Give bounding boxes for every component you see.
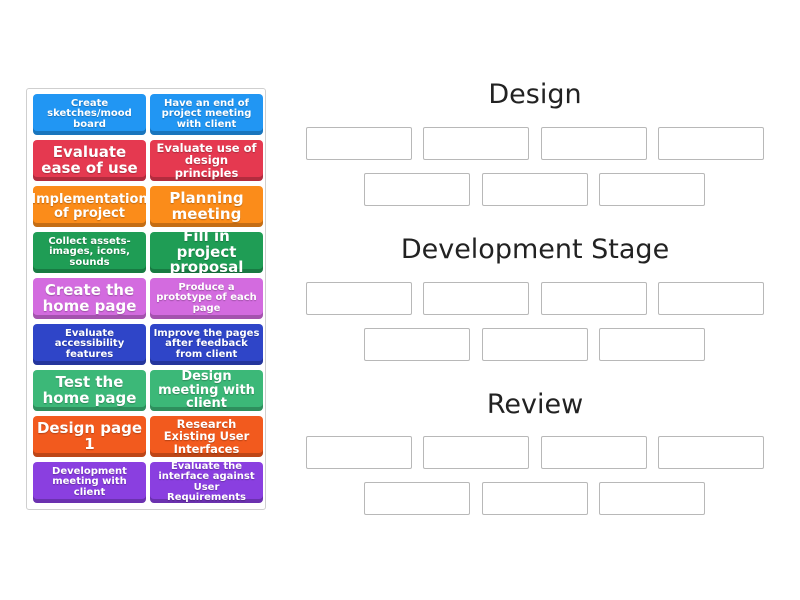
drop-slot-development-1[interactable] (306, 282, 412, 315)
tile-improve-pages-after-feedback[interactable]: Improve the pages after feedback from cl… (150, 324, 263, 365)
tile-create-sketches[interactable]: Create sketches/mood board (33, 94, 146, 135)
tile-test-home-page[interactable]: Test the home page (33, 370, 146, 411)
drop-slot-design-7[interactable] (599, 173, 705, 206)
tile-end-of-project-meeting[interactable]: Have an end of project meeting with clie… (150, 94, 263, 135)
drop-slot-development-3[interactable] (541, 282, 647, 315)
tile-evaluate-design-principles[interactable]: Evaluate use of design principles (150, 140, 263, 181)
drop-slot-design-1[interactable] (306, 127, 412, 160)
drop-slot-development-6[interactable] (482, 328, 588, 361)
tile-evaluate-interface[interactable]: Evaluate the interface against User Requ… (150, 462, 263, 503)
tile-design-page-1[interactable]: Design page 1 (33, 416, 146, 457)
group-title-design: Design (488, 79, 582, 110)
drop-slot-development-2[interactable] (423, 282, 529, 315)
drop-slot-design-2[interactable] (423, 127, 529, 160)
drop-slot-design-4[interactable] (658, 127, 764, 160)
drop-slot-development-4[interactable] (658, 282, 764, 315)
drop-slot-review-6[interactable] (482, 482, 588, 515)
drop-slot-review-7[interactable] (599, 482, 705, 515)
tile-evaluate-accessibility[interactable]: Evaluate accessibility features (33, 324, 146, 365)
drop-slot-design-5[interactable] (364, 173, 470, 206)
tile-bank: Create sketches/mood board Have an end o… (26, 88, 266, 510)
tile-produce-prototype[interactable]: Produce a prototype of each page (150, 278, 263, 319)
group-title-development-stage: Development Stage (400, 234, 670, 265)
drop-slot-design-3[interactable] (541, 127, 647, 160)
tile-create-home-page[interactable]: Create the home page (33, 278, 146, 319)
tile-research-existing-ui[interactable]: Research Existing User Interfaces (150, 416, 263, 457)
tile-design-meeting-with-client[interactable]: Design meeting with client (150, 370, 263, 411)
tile-development-meeting[interactable]: Development meeting with client (33, 462, 146, 503)
drop-slot-review-5[interactable] (364, 482, 470, 515)
drop-slot-development-7[interactable] (599, 328, 705, 361)
drop-slot-development-5[interactable] (364, 328, 470, 361)
tile-evaluate-ease-of-use[interactable]: Evaluate ease of use (33, 140, 146, 181)
drop-slot-design-6[interactable] (482, 173, 588, 206)
tile-fill-in-project-proposal[interactable]: Fill in project proposal (150, 232, 263, 273)
drop-slot-review-1[interactable] (306, 436, 412, 469)
tile-planning-meeting[interactable]: Planning meeting (150, 186, 263, 227)
tile-implementation-of-project[interactable]: Implementation of project (33, 186, 146, 227)
drop-slot-review-3[interactable] (541, 436, 647, 469)
drop-slot-review-4[interactable] (658, 436, 764, 469)
tile-collect-assets[interactable]: Collect assets- images, icons, sounds (33, 232, 146, 273)
drop-slot-review-2[interactable] (423, 436, 529, 469)
group-title-review: Review (486, 389, 584, 420)
